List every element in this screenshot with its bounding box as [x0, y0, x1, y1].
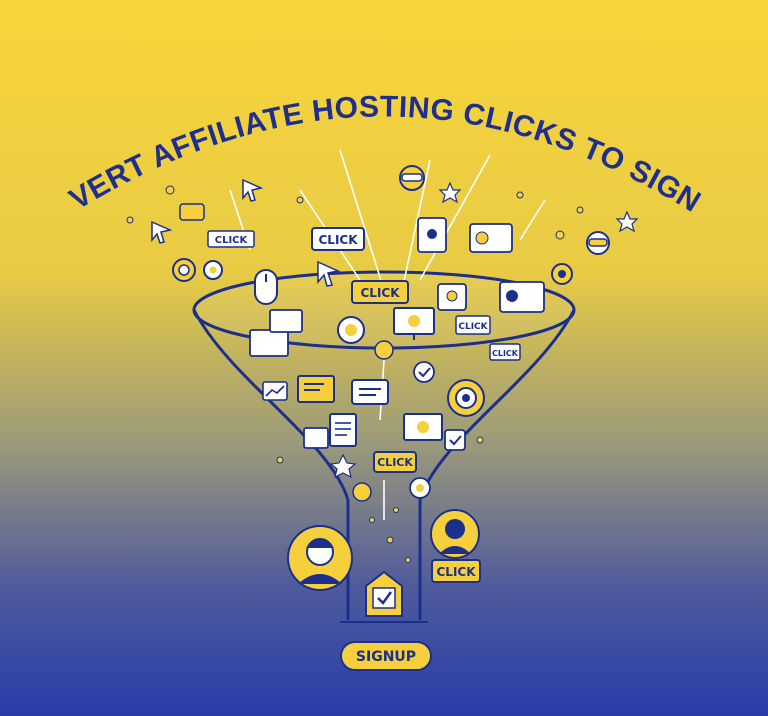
- cursor-icon: [151, 220, 173, 244]
- goggles-icon: [586, 231, 610, 255]
- svg-text:CLICK: CLICK: [458, 322, 488, 332]
- target-icon: [409, 477, 431, 499]
- star-icon: [329, 181, 639, 479]
- click-tag: CLICK: [351, 280, 409, 304]
- user-profile-card-icon: [499, 281, 545, 313]
- flow-arrows: [229, 149, 546, 520]
- funnel: [192, 270, 576, 623]
- chart-icon: [262, 381, 288, 401]
- sparkle-dots: [126, 185, 584, 563]
- sun-badge-icon: [337, 316, 365, 344]
- svg-text:CLICK: CLICK: [215, 235, 249, 246]
- user-profile-card-icon: [437, 283, 467, 311]
- checkmark-badge-icon: [413, 361, 435, 383]
- user-profile-card-icon: [469, 223, 513, 253]
- target-icon: [172, 258, 196, 282]
- user-profile-card-icon: [417, 217, 447, 253]
- sun-badge-icon: [374, 340, 394, 360]
- click-tag: CLICK: [373, 451, 417, 473]
- target-icon: [551, 263, 573, 285]
- document-icon: [297, 375, 335, 403]
- sun-badge-icon: [352, 482, 372, 502]
- click-tag: CLICK: [455, 315, 491, 335]
- checkmark-badge-icon: [365, 570, 403, 617]
- document-icon: [269, 309, 303, 333]
- svg-text:SIGNUP: SIGNUP: [356, 649, 416, 665]
- svg-text:CLICK: CLICK: [436, 565, 476, 579]
- user-avatar-icon: [430, 509, 480, 559]
- document-icon: [303, 427, 329, 449]
- svg-text:CLICK: CLICK: [377, 456, 413, 469]
- chat-bubble-icon: [351, 379, 389, 405]
- cursor-icon: [242, 178, 264, 202]
- chat-bubble-icon: [179, 203, 205, 221]
- monitor-icon: [393, 307, 435, 340]
- svg-text:CLICK: CLICK: [318, 233, 358, 247]
- target-icon: [203, 260, 223, 280]
- click-tag: CLICK: [431, 559, 481, 583]
- click-tag: CLICK: [207, 230, 255, 248]
- click-tag: CLICK: [311, 227, 365, 251]
- headline: CONVERT AFFILIATE HOSTING CLICKS TO SIGN…: [0, 0, 706, 219]
- mouse-icon: [254, 269, 278, 305]
- svg-text:CLICK: CLICK: [360, 286, 400, 300]
- checkmark-badge-icon: [444, 429, 466, 451]
- target-icon: [447, 379, 485, 417]
- cursor-icon: [317, 260, 341, 287]
- user-avatar-icon: [287, 525, 353, 591]
- click-tag: CLICK: [489, 343, 521, 361]
- goggles-icon: [399, 165, 425, 191]
- svg-text:CLICK: CLICK: [492, 349, 519, 358]
- document-icon: [249, 329, 289, 357]
- monitor-icon: [403, 413, 443, 441]
- document-icon: [329, 413, 357, 447]
- signup-badge: SIGNUP: [340, 641, 432, 671]
